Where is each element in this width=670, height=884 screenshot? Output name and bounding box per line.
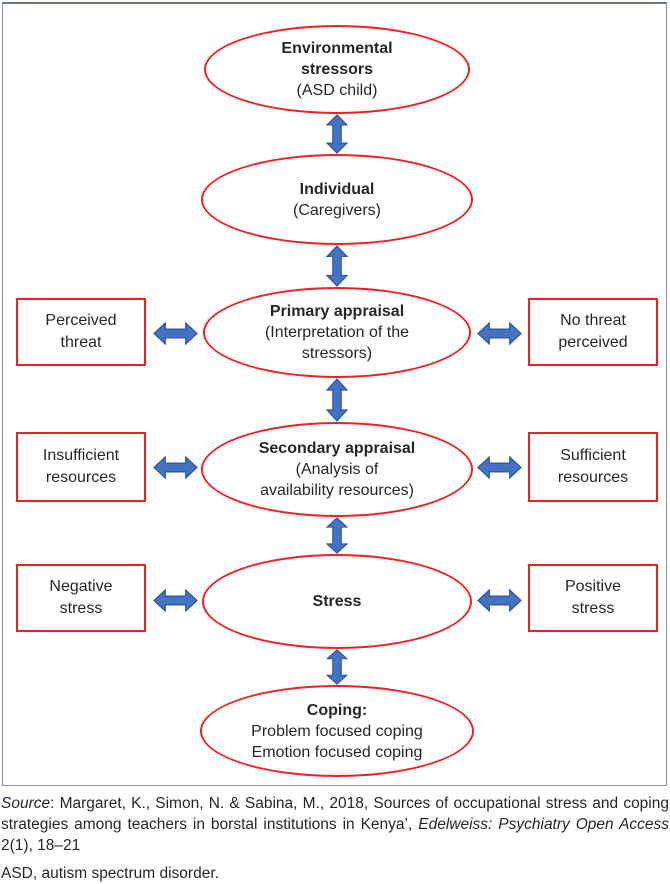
double-arrow-horizontal-icon [477, 322, 522, 345]
node-subtitle: (Interpretation of the stressors) [264, 324, 410, 362]
box-no-threat-perceived: No threat perceived [528, 298, 658, 366]
node-coping: Coping: Problem focused coping Emotion f… [200, 685, 474, 777]
abbreviation-note: ASD, autism spectrum disorder. [1, 865, 219, 882]
double-arrow-horizontal-icon [153, 456, 198, 479]
double-arrow-vertical-icon [326, 245, 348, 287]
node-title: Primary appraisal [269, 303, 405, 320]
node-environmental-stressors: Environmental stressors (ASD child) [204, 25, 470, 114]
source-label: Source [1, 795, 51, 812]
node-subtitle: (Caregivers) [292, 201, 381, 219]
node-secondary-appraisal: Secondary appraisal (Analysis of availab… [201, 422, 473, 517]
double-arrow-horizontal-icon [153, 589, 198, 612]
double-arrow-vertical-icon [326, 649, 348, 685]
box-negative-stress: Negative stress [16, 564, 146, 632]
node-primary-appraisal: Primary appraisal (Interpretation of the… [203, 287, 471, 378]
source-citation: Source: Margaret, K., Simon, N. & Sabina… [1, 793, 669, 856]
journal-title: Edelweiss: Psychiatry Open Access [418, 816, 669, 833]
node-subtitle: Problem focused coping Emotion focused c… [251, 722, 423, 761]
double-arrow-horizontal-icon [477, 589, 522, 612]
node-stress: Stress [202, 554, 472, 649]
node-subtitle: (ASD child) [296, 82, 378, 99]
double-arrow-vertical-icon [326, 378, 348, 422]
box-perceived-threat: Perceived threat [16, 298, 146, 366]
citation-pages: 2(1), 18–21 [1, 837, 81, 854]
diagram-frame: Environmental stressors (ASD child) Indi… [2, 2, 667, 786]
figure-caption: Source: Margaret, K., Simon, N. & Sabina… [1, 793, 669, 884]
box-sufficient-resources: Sufficient resources [528, 432, 658, 502]
node-title: Secondary appraisal [258, 440, 416, 457]
double-arrow-vertical-icon [326, 114, 348, 154]
node-subtitle: (Analysis of availability resources) [260, 461, 414, 499]
node-title: Individual [299, 180, 375, 198]
double-arrow-vertical-icon [326, 517, 348, 554]
box-positive-stress: Positive stress [528, 564, 658, 632]
double-arrow-horizontal-icon [477, 456, 522, 479]
node-individual: Individual (Caregivers) [201, 154, 473, 245]
node-title: Stress [312, 593, 362, 610]
citation-text: : Margaret, K., Simon, N. & Sabina, M., … [1, 795, 669, 833]
double-arrow-horizontal-icon [153, 322, 198, 345]
box-insufficient-resources: Insufficient resources [16, 432, 146, 502]
node-title: Environmental stressors [281, 40, 393, 78]
node-title: Coping: [306, 701, 368, 719]
